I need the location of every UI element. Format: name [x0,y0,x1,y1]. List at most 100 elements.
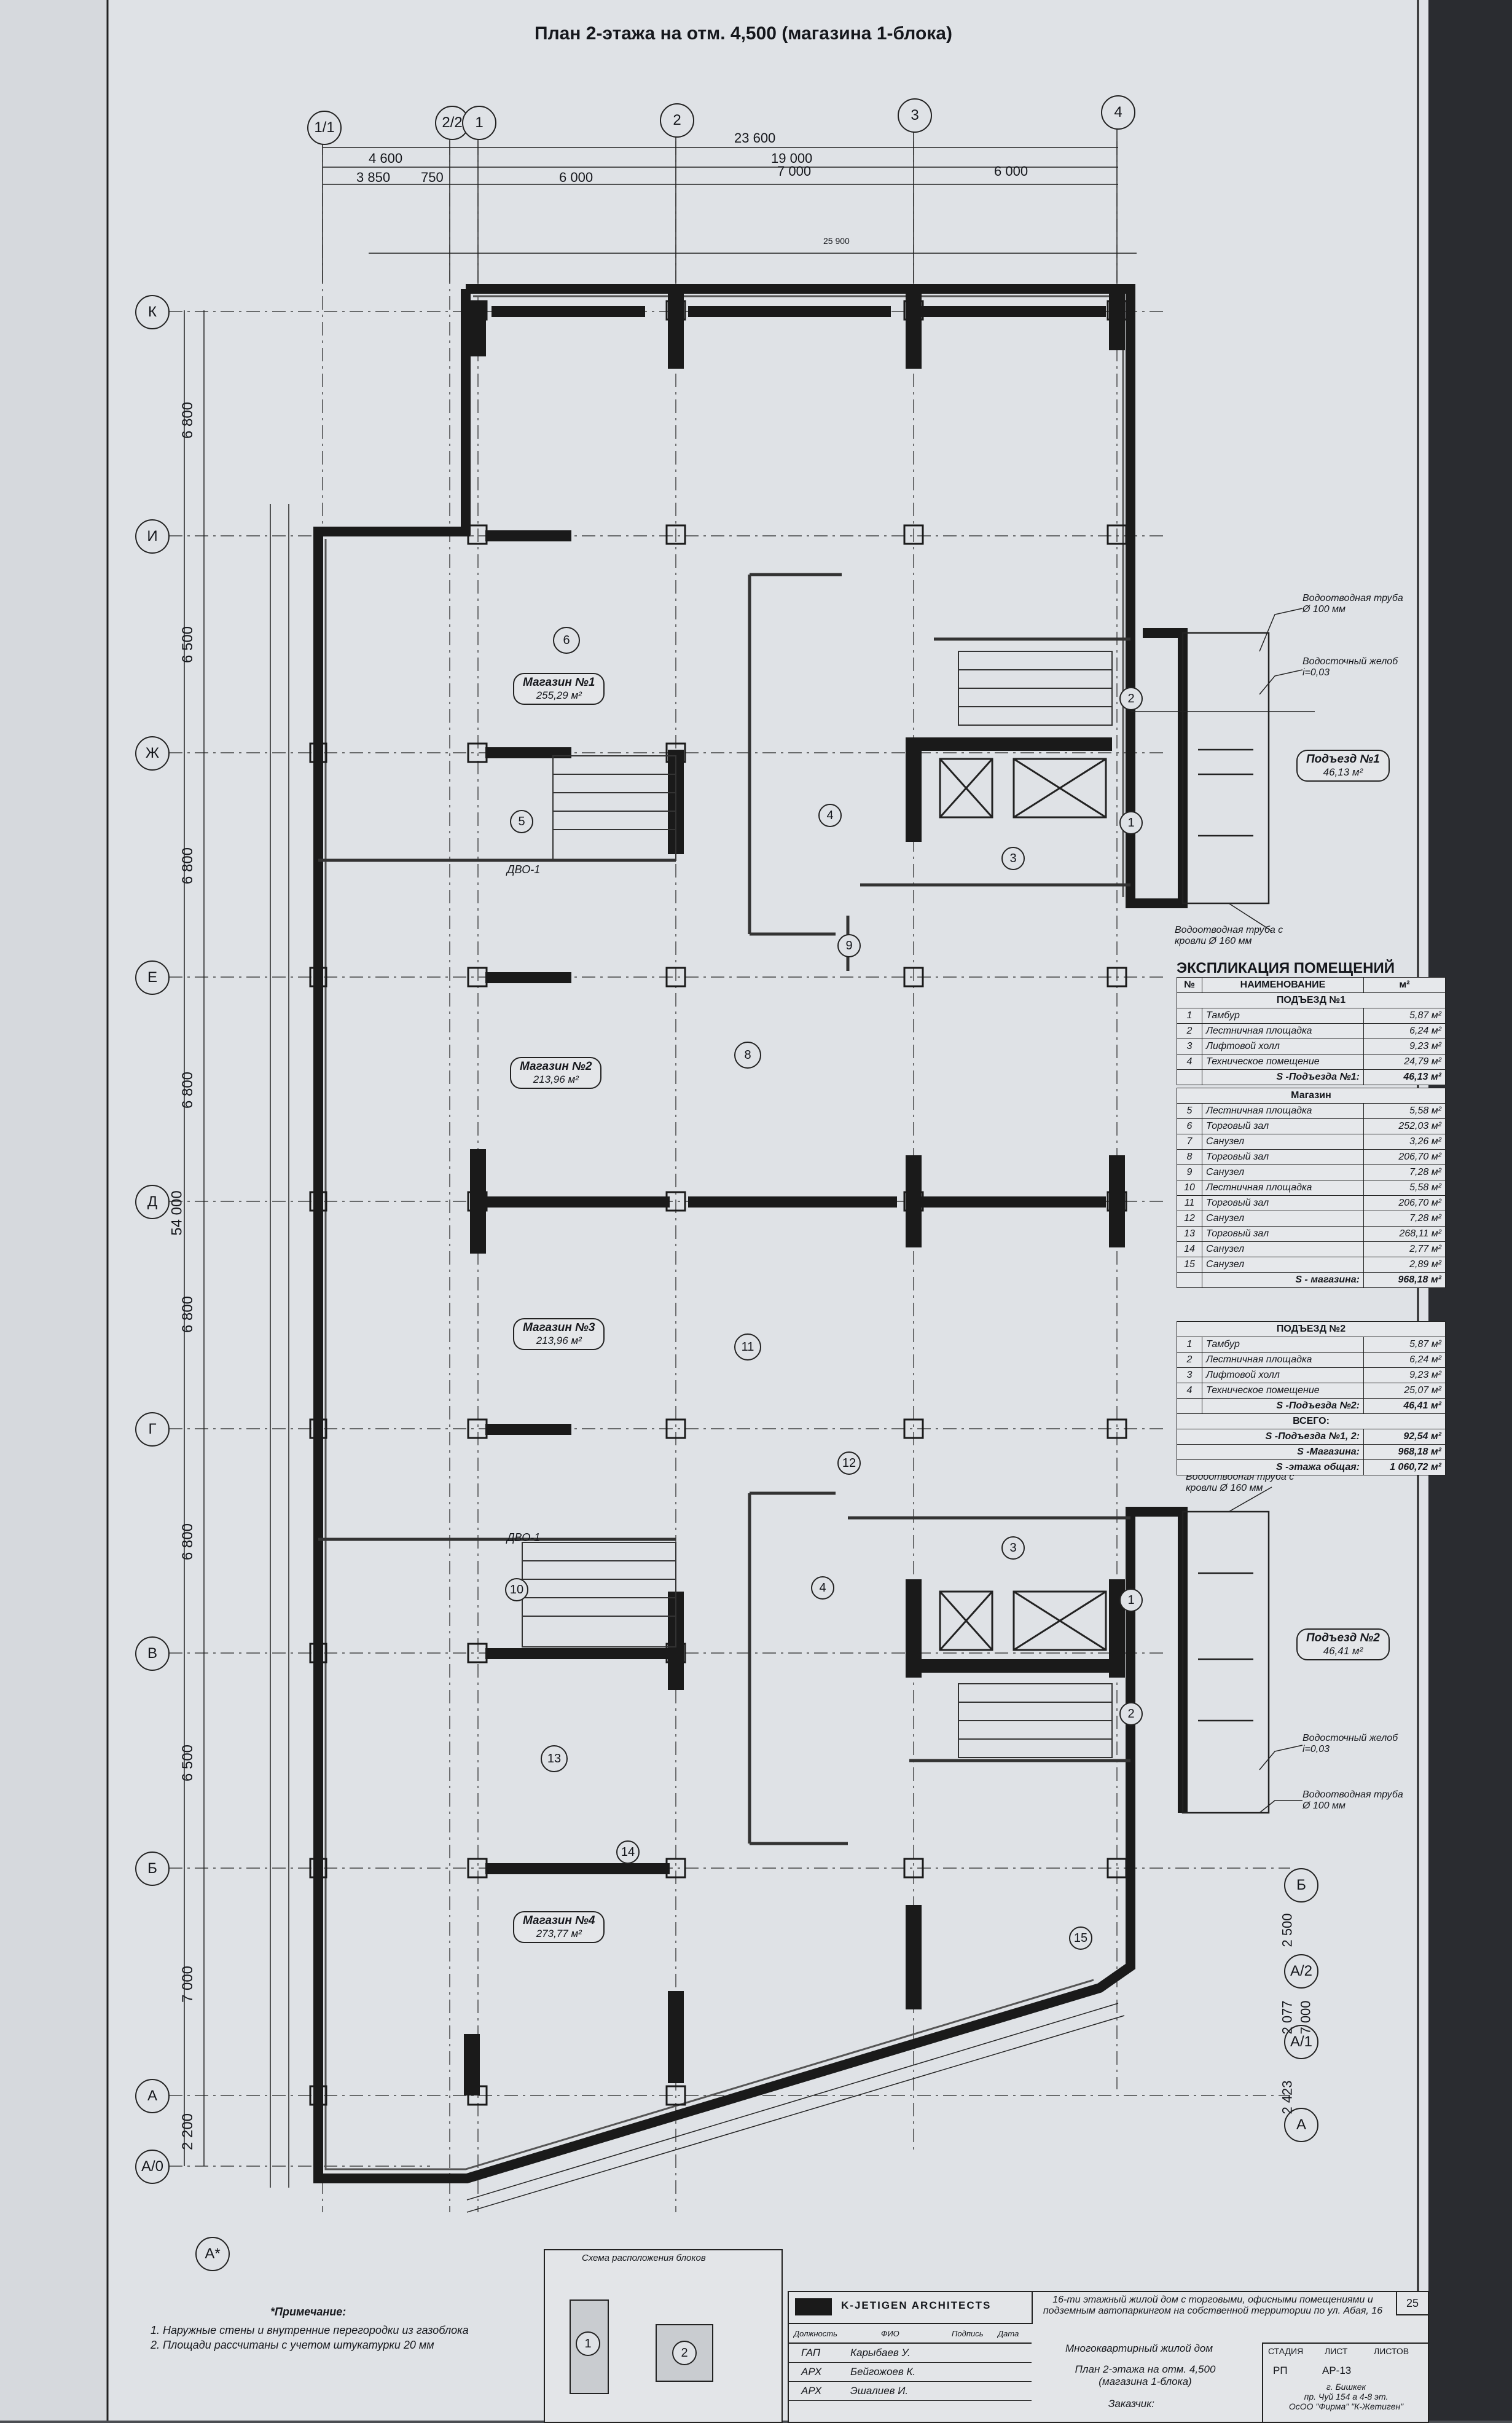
entrance-area: 46,41 м² [1323,1645,1363,1657]
cell: 2 [1177,1352,1202,1368]
cell: 6 [1177,1118,1202,1134]
notes-heading: *Примечание: [270,2306,347,2318]
axis-bubble: Д [135,1185,170,1219]
entrance-name: Подъезд №1 [1306,753,1380,766]
scheme-title: Схема расположения блоков [582,2253,706,2263]
callout-pipe: Водоотводная труба Ø 100 мм [1302,593,1403,615]
dimension-label: 7 000 [179,1965,197,2003]
total-value: 968,18 м² [1363,1272,1446,1288]
dimension-label: 6 000 [559,170,593,185]
axis-lines-vertical [322,141,1118,2212]
room-name: Магазин №1 [523,676,595,689]
scheme-block-2: 2 [656,2324,713,2382]
stage-head: СТАДИЯ [1268,2346,1304,2356]
firm-logo [795,2298,832,2315]
cell: 24,79 м² [1363,1054,1446,1070]
cell: 5,87 м² [1363,1008,1446,1024]
axis-bubble: А* [195,2237,230,2271]
cell: 206,70 м² [1363,1149,1446,1165]
dimension-label: 23 600 [734,130,776,146]
summary-label: S -Подъезда №1, 2: [1177,1429,1364,1445]
cell: 5 [1177,1103,1202,1119]
axis-bubble: А/1 [1284,2025,1318,2059]
cell: 206,70 м² [1363,1195,1446,1211]
cell: 25,07 м² [1363,1383,1446,1399]
col-head: НАИМЕНОВАНИЕ [1202,977,1364,993]
block-scheme: Схема расположения блоков 1 2 [544,2249,783,2423]
room-area: 213,96 м² [536,1335,582,1346]
dimension-label: 6 800 [179,1071,197,1109]
scheme-block-number: 2 [672,2341,697,2365]
dimension-label: 6 800 [179,1523,197,1561]
sheet-number: 25 [1396,2292,1428,2315]
company-address: пр. Чуй 154 а 4-8 эт. [1304,2392,1389,2401]
axis-bubble: А [1284,2108,1318,2142]
note-2: 2. Площади рассчитаны с учетом штукатурк… [151,2339,434,2351]
cell: Торговый зал [1202,1226,1364,1242]
role: АРХ [801,2385,822,2397]
top-dimension-lines [322,129,1137,283]
dimension-label: 6 500 [179,626,197,664]
room-number-4: 4 [818,804,842,827]
scheme-block-number: 1 [576,2331,600,2356]
dimension-label: 750 [421,170,444,185]
cell: Санузел [1202,1241,1364,1257]
callout-pipe: Водоотводная труба Ø 100 мм [1302,1789,1403,1811]
axis-bubble: 3 [898,98,932,133]
beams [485,306,1112,1874]
cell: 7 [1177,1134,1202,1150]
cell: Лестничная площадка [1202,1103,1364,1119]
cell: 4 [1177,1054,1202,1070]
cell: 12 [1177,1211,1202,1227]
room-name: Магазин №4 [523,1914,595,1927]
room-area: 213,96 м² [533,1074,579,1085]
cell: 14 [1177,1241,1202,1257]
cell: 11 [1177,1195,1202,1211]
dimension-label: 7 000 [777,163,812,179]
outer-wall-inner-lines [324,295,1124,2170]
cell: Санузел [1202,1211,1364,1227]
col-head: Дата [998,2329,1019,2338]
project-name: 16-ти этажный жилой дом с торговыми, офи… [1043,2295,1383,2316]
cell: Тамбур [1202,1008,1364,1024]
cell: 1 [1177,1337,1202,1353]
total-value: 46,13 м² [1363,1069,1446,1085]
role: АРХ [801,2366,822,2378]
cell: 9,23 м² [1363,1367,1446,1383]
section-head: ПОДЪЕЗД №2 [1177,1321,1446,1337]
cell: 2,89 м² [1363,1257,1446,1273]
firm-cell: K-JETIGEN ARCHITECTS [789,2292,1033,2324]
room-number: 11 [734,1333,761,1361]
col-head: м² [1363,977,1446,993]
axis-bubble: 2 [660,103,694,138]
cell: Лестничная площадка [1202,1180,1364,1196]
axis-bubble: 1/1 [307,111,342,145]
cell: Лифтовой холл [1202,1367,1364,1383]
summary-value: 1 060,72 м² [1363,1459,1446,1475]
col-head: Должность [794,2329,837,2338]
room-number-1: 1 [1119,811,1143,835]
cell: 4 [1177,1383,1202,1399]
axis-bubble: К [135,295,170,329]
axis-bubble: А/2 [1284,1954,1318,1989]
axis-bubble: А/0 [135,2150,170,2184]
cell: Техническое помещение [1202,1054,1364,1070]
total-label: S - магазина: [1202,1272,1364,1288]
title-block: K-JETIGEN ARCHITECTS 16-ти этажный жилой… [788,2291,1429,2423]
company-block: г. Бишкек пр. Чуй 154 а 4-8 эт. ОсОО "Фи… [1262,2382,1429,2422]
callout-gutter: Водосточный желоб i=0,03 [1302,1733,1398,1754]
column-markers [309,300,1127,2106]
room-name: Магазин №3 [523,1321,595,1334]
dimension-label: 2 200 [179,2113,197,2151]
dimension-label: 6 000 [994,163,1028,179]
cell: 5,58 м² [1363,1103,1446,1119]
col-head: Подпись [952,2329,984,2338]
col-head: ФИО [881,2329,899,2338]
explication-title: ЭКСПЛИКАЦИЯ ПОМЕЩЕНИЙ [1177,960,1395,976]
room-area: 273,77 м² [536,1928,582,1939]
company-city: г. Бишкек [1326,2382,1366,2392]
